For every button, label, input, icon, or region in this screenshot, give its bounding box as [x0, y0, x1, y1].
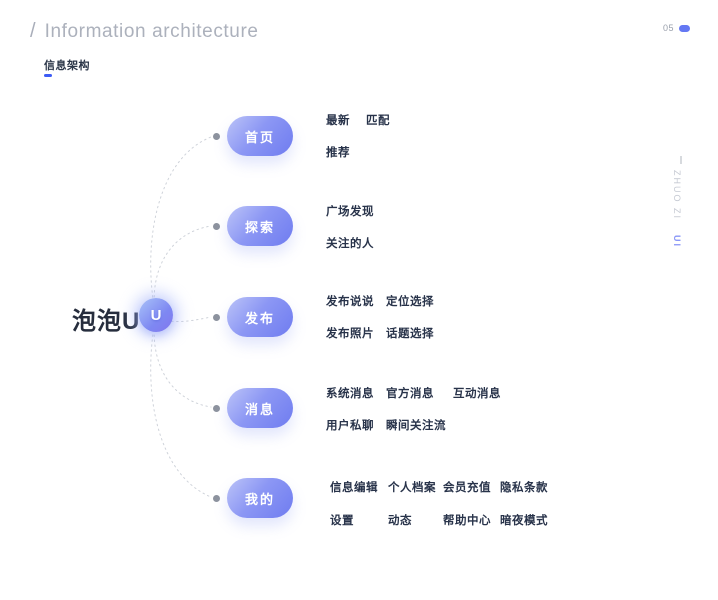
branch-dot [213, 405, 220, 412]
side-tick-mark [680, 156, 682, 164]
leaf-item: 瞬间关注流 [386, 420, 446, 432]
leaf-item: 推荐 [326, 147, 350, 159]
page-number-dot-icon [679, 25, 690, 32]
side-brand-label: ZHUO ZI UI [672, 170, 682, 248]
branch-node-publish: 发布 [227, 297, 293, 337]
leaf-item: 系统消息 [326, 388, 374, 400]
page-title-zh: 信息架构 [44, 60, 90, 72]
branch-dot [213, 314, 220, 321]
leaf-item: 动态 [388, 515, 412, 527]
branch-node-explore: 探索 [227, 206, 293, 246]
leaf-item: 隐私条款 [500, 482, 548, 494]
branch-dot [213, 495, 220, 502]
connector-line [153, 319, 212, 408]
leaf-item: 发布说说 [326, 296, 374, 308]
leaf-item: 关注的人 [326, 238, 374, 250]
branch-node-messages: 消息 [227, 388, 293, 428]
branch-node-home: 首页 [227, 116, 293, 156]
leaf-item: 官方消息 [386, 388, 434, 400]
leaf-item: 互动消息 [453, 388, 501, 400]
connector-line [150, 319, 212, 498]
app-logo-icon: U [139, 298, 173, 332]
side-brand-accent: UI [672, 234, 682, 248]
leaf-item: 用户私聊 [326, 420, 374, 432]
leaf-item: 帮助中心 [443, 515, 491, 527]
leaf-item: 发布照片 [326, 328, 374, 340]
page-title-en: Information architecture [44, 21, 259, 42]
leaf-item: 广场发现 [326, 206, 374, 218]
logo-letter: U [150, 306, 162, 324]
leaf-item: 最新 [326, 115, 350, 127]
leaf-item: 话题选择 [386, 328, 434, 340]
slash-icon: / [30, 20, 36, 42]
branch-node-profile: 我的 [227, 478, 293, 518]
branch-dot [213, 223, 220, 230]
side-brand-text: ZHUO ZI [672, 170, 682, 220]
root-node-label: 泡泡U [72, 308, 141, 335]
title-underline-dash [44, 74, 52, 77]
leaf-item: 信息编辑 [330, 482, 378, 494]
branch-dot [213, 133, 220, 140]
leaf-item: 个人档案 [388, 482, 436, 494]
leaf-item: 会员充值 [443, 482, 491, 494]
page-header: / Information architecture [30, 20, 259, 43]
leaf-item: 定位选择 [386, 296, 434, 308]
connector-line [150, 136, 212, 313]
leaf-item: 匹配 [366, 115, 390, 127]
page-number: 05 [663, 23, 675, 33]
leaf-item: 暗夜模式 [500, 515, 548, 527]
leaf-item: 设置 [330, 515, 354, 527]
